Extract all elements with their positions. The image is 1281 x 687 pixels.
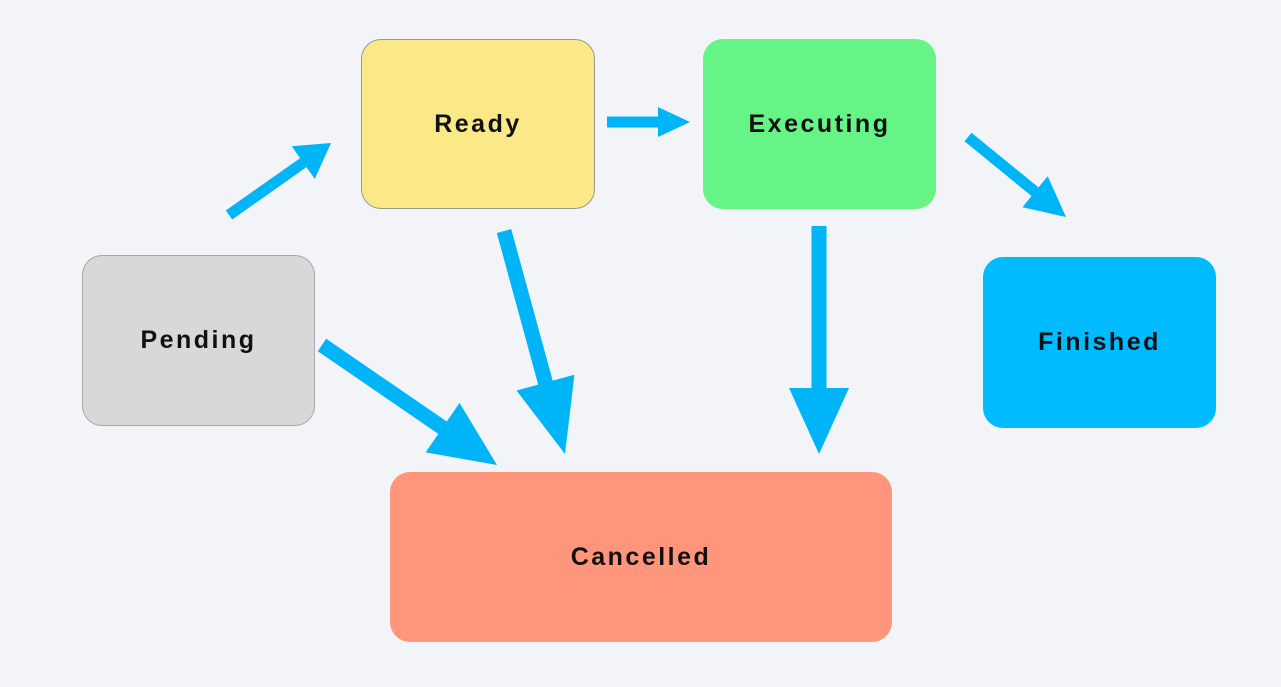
arrow-executing-cancelled	[789, 226, 849, 454]
state-executing-label: Executing	[748, 109, 891, 138]
state-ready-label: Ready	[434, 109, 522, 138]
state-pending: Pending	[82, 255, 315, 426]
arrow-pending-ready	[225, 143, 331, 220]
state-cancelled-label: Cancelled	[570, 542, 712, 571]
state-executing: Executing	[703, 39, 936, 209]
state-ready: Ready	[361, 39, 595, 209]
arrow-pending-cancelled	[317, 338, 497, 465]
state-finished: Finished	[983, 257, 1216, 428]
state-finished-label: Finished	[1038, 328, 1161, 356]
arrow-ready-executing	[607, 107, 690, 137]
arrow-ready-cancelled	[496, 229, 575, 454]
state-cancelled: Cancelled	[390, 472, 892, 642]
state-pending-label: Pending	[140, 326, 257, 354]
arrow-executing-finished	[964, 132, 1066, 217]
